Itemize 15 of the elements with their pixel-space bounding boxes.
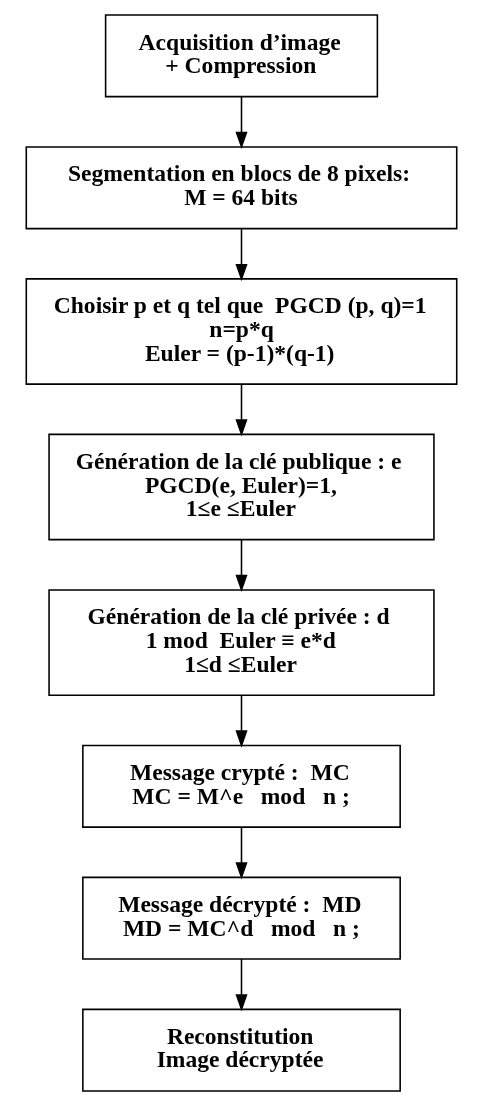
arrow bbox=[234, 383, 248, 437]
node-box: Message décrypté : MD MD = MC^d mod n ; bbox=[81, 876, 401, 960]
node-box: Acquisition d’image + Compression bbox=[104, 14, 378, 98]
arrow bbox=[234, 228, 248, 282]
arrow bbox=[234, 95, 248, 149]
arrow bbox=[234, 694, 248, 748]
node-box: Message crypté : MC MC = M^e mod n ; bbox=[81, 744, 401, 828]
node-box: Génération de la clé privée : d 1 mod Euler ≡ e*d 1≤d ≤Euler bbox=[47, 589, 435, 696]
arrow bbox=[234, 826, 248, 880]
arrow bbox=[234, 958, 248, 1012]
node-box: Segmentation en blocs de 8 pixels: M = 64 bits bbox=[25, 146, 457, 230]
node-box: Choisir p et q tel que PGCD (p, q)=1 n=p*q Euler = (p-1)*(q-1) bbox=[25, 278, 457, 385]
arrow bbox=[234, 538, 248, 593]
node-box: Génération de la clé publique : e PGCD(e, Euler)=1, 1≤e ≤Euler bbox=[47, 433, 435, 541]
node-box: Reconstitution Image décryptée bbox=[81, 1008, 401, 1092]
